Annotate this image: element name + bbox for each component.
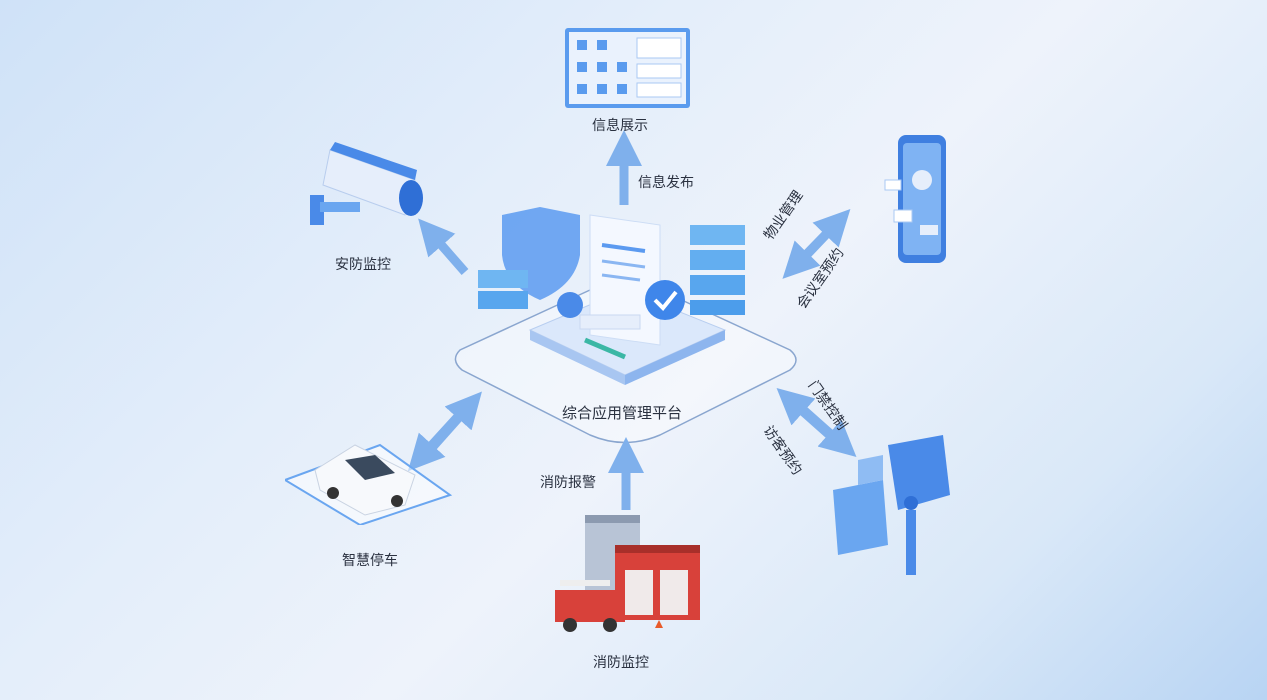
document-icon	[589, 214, 661, 346]
server-icon	[690, 225, 745, 315]
phone-icon	[884, 135, 946, 263]
platform-illustration	[478, 207, 745, 360]
fire-monitor-label: 消防监控	[593, 655, 649, 671]
arrow-security	[418, 218, 469, 275]
arrow-meeting	[782, 226, 834, 279]
parking-label: 智慧停车	[342, 553, 398, 569]
pen-icon	[584, 337, 626, 360]
arrow-parking-out	[407, 408, 466, 472]
keyboard-icon	[579, 314, 641, 330]
center-title: 综合应用管理平台	[562, 404, 683, 422]
check-icon	[645, 280, 685, 320]
small-server-icon	[478, 270, 528, 309]
arrow-visitor	[795, 401, 857, 457]
coin-icon	[557, 292, 583, 318]
dashboard-icon	[565, 28, 690, 108]
fire-alarm-label: 消防报警	[540, 475, 596, 491]
camera-icon	[310, 142, 423, 225]
info-publish-label: 信息发布	[638, 175, 694, 191]
security-label: 安防监控	[335, 257, 391, 273]
access-gate-icon	[833, 435, 950, 575]
fire-station-icon	[555, 515, 700, 632]
car-icon	[285, 443, 453, 525]
